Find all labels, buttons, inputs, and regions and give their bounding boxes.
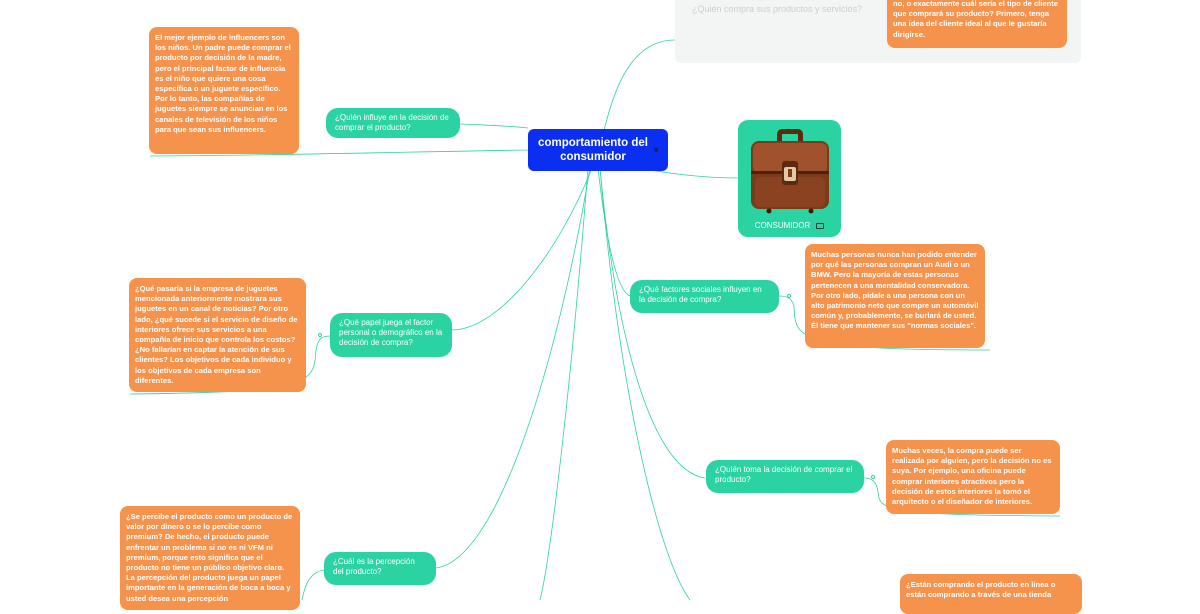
topic-decision[interactable]: ¿Quién toma la decisión de comprar el pr…	[706, 460, 864, 493]
link-perception	[435, 167, 591, 569]
link-decision-note	[863, 477, 1061, 517]
topic-influencer[interactable]: ¿Quién influye en la decisión de comprar…	[326, 108, 460, 138]
note-perception[interactable]: ¿Se percibe el producto como un producto…	[120, 506, 300, 610]
link-online	[599, 167, 691, 600]
chevron-down-icon[interactable]: ▼	[652, 146, 660, 155]
link-influencer	[459, 123, 529, 129]
link-bottom-left	[539, 167, 589, 600]
link-personal	[451, 167, 593, 331]
camera-icon[interactable]	[816, 222, 825, 229]
link-perception-note	[301, 569, 325, 600]
topic-personal[interactable]: ¿Qué papel juega el factor personal o de…	[330, 313, 452, 357]
link-image	[649, 169, 739, 179]
note-decision[interactable]: Muchas veces, la compra puede ser realiz…	[886, 440, 1060, 514]
mindmap-links	[129, 39, 1071, 600]
central-topic[interactable]: comportamiento del consumidor ▼	[528, 129, 668, 171]
note-personal[interactable]: ¿Qué pasaría si la empresa de juguetes m…	[129, 278, 306, 392]
top-panel-note[interactable]: no, o exactamente cuál sería el tipo de …	[887, 0, 1067, 48]
image-card-label: CONSUMIDOR	[754, 221, 811, 230]
decision-connector	[871, 475, 875, 479]
note-social[interactable]: Muchas personas nunca han podido entende…	[805, 244, 985, 348]
note-online[interactable]: ¿Están comprando el producto en línea o …	[900, 574, 1082, 614]
note-influencer[interactable]: El mejor ejemplo de influencers son los …	[149, 27, 299, 154]
top-panel-text: ¿Quién compra sus productos y servicios?	[692, 4, 863, 14]
central-topic-title: comportamiento del consumidor	[538, 137, 648, 163]
link-decision	[599, 167, 706, 479]
topic-social[interactable]: ¿Qué factores sociales influyen en la de…	[630, 280, 779, 313]
link-social	[597, 167, 631, 297]
link-influencer-note	[149, 149, 529, 157]
consumer-image-card[interactable]: CONSUMIDOR	[738, 120, 841, 237]
personal-connector	[318, 333, 322, 337]
topic-perception[interactable]: ¿Cuál es la percepción del producto?	[324, 552, 436, 585]
link-social-note	[778, 295, 991, 351]
briefcase-icon	[751, 129, 829, 214]
social-connector	[787, 294, 791, 298]
